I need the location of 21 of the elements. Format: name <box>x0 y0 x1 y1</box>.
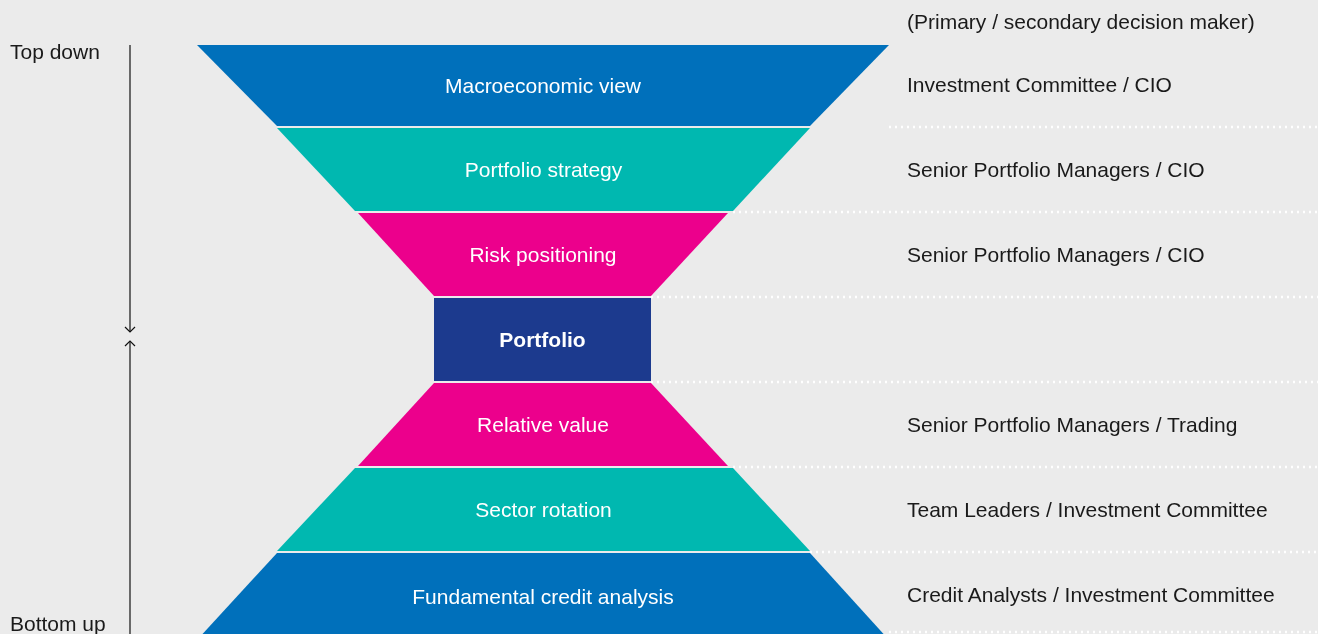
column-heading: (Primary / secondary decision maker) <box>907 10 1255 34</box>
band-label: Fundamental credit analysis <box>412 584 674 609</box>
band-label: Sector rotation <box>475 497 612 522</box>
band-label: Portfolio <box>499 327 586 352</box>
funnel-band <box>358 213 728 296</box>
funnel-band <box>358 383 728 466</box>
decision-maker-label: Senior Portfolio Managers / CIO <box>907 158 1205 182</box>
band-label: Relative value <box>477 412 609 437</box>
decision-maker-label: Credit Analysts / Investment Committee <box>907 583 1275 607</box>
funnel-band <box>277 128 810 211</box>
decision-maker-label: Investment Committee / CIO <box>907 73 1172 97</box>
funnel-band <box>277 468 810 551</box>
axis-label: Top down <box>10 40 100 64</box>
band-label: Macroeconomic view <box>444 73 642 98</box>
center-box <box>434 298 651 381</box>
decision-maker-label: Senior Portfolio Managers / Trading <box>907 413 1238 437</box>
funnel-band <box>197 45 889 126</box>
decision-maker-label: Senior Portfolio Managers / CIO <box>907 243 1205 267</box>
band-label: Risk positioning <box>469 242 617 267</box>
decision-maker-label: Team Leaders / Investment Committee <box>907 498 1268 522</box>
band-label: Portfolio strategy <box>464 157 623 182</box>
